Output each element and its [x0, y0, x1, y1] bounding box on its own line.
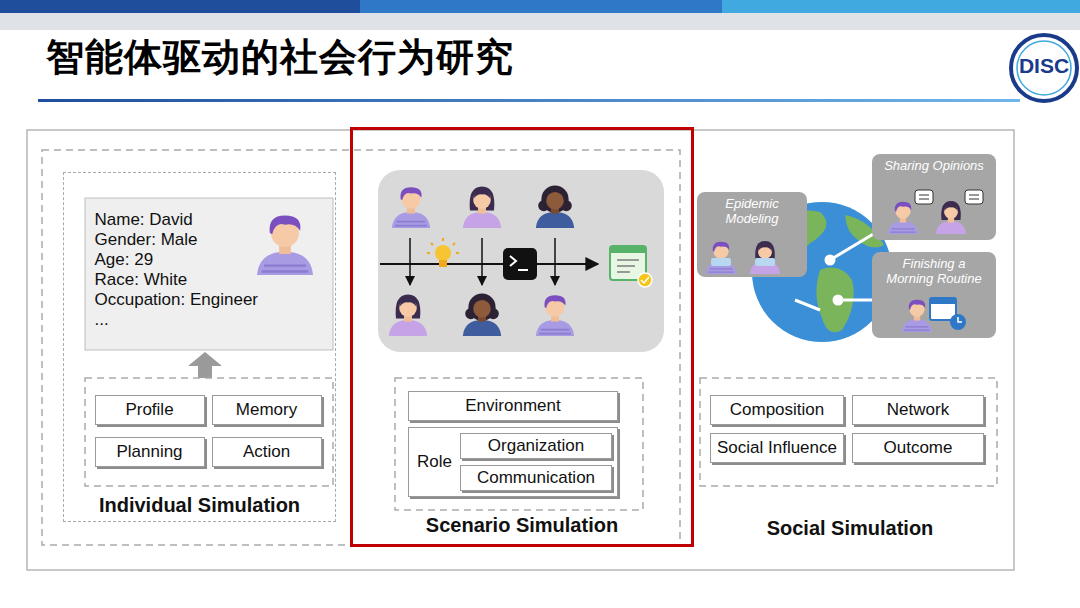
box-label: Organization — [488, 436, 584, 456]
box-label: Memory — [236, 400, 297, 420]
component-box: Outcome — [852, 433, 984, 463]
component-box: Environment — [408, 391, 618, 421]
scenario-callout: Sharing Opinions — [872, 154, 996, 240]
box-label: Network — [887, 400, 949, 420]
slide-title: 智能体驱动的社会行为研究 — [46, 32, 514, 83]
callout-label: Sharing Opinions — [884, 159, 984, 174]
panel-region: Individual Simulation Name: DavidGender: … — [63, 172, 336, 522]
profile-field: Name: David — [95, 210, 193, 230]
profile-field: Age: 29 — [95, 250, 154, 270]
component-box: Role OrganizationCommunication — [408, 427, 618, 497]
profile-field: Gender: Male — [95, 230, 198, 250]
logo-text: DISC — [1012, 54, 1076, 78]
box-label: Communication — [477, 468, 595, 488]
callout-label: Epidemic Modeling — [703, 197, 801, 227]
panel-heading: Scenario Simulation — [426, 514, 618, 537]
component-box: Composition — [710, 395, 844, 425]
scenario-callout: Epidemic Modeling — [697, 192, 807, 277]
profile-field: Occupation: Engineer — [95, 290, 259, 310]
panel-heading: Social Simulation — [767, 517, 934, 540]
component-box: Social Influence — [710, 433, 844, 463]
panel-heading: Individual Simulation — [99, 494, 300, 517]
scenario-callout: Finishing a Morning Routine — [872, 252, 996, 338]
component-box: Communication — [460, 465, 612, 491]
panel-region: Scenario Simulation EnvironmentRole Organi… — [350, 127, 694, 547]
callout-label: Finishing a Morning Routine — [878, 257, 990, 287]
component-box: Memory — [212, 395, 322, 425]
box-label: Environment — [465, 396, 560, 416]
component-box: Profile — [95, 395, 205, 425]
component-box: Organization — [460, 433, 612, 459]
box-label: Action — [243, 442, 290, 462]
profile-card: Name: DavidGender: MaleAge: 29Race: Whit… — [85, 198, 333, 350]
panel-region: Social Simulation Composition NetworkSocia… — [695, 140, 1005, 550]
box-label: Composition — [730, 400, 825, 420]
component-box: Action — [212, 437, 322, 467]
profile-field: ... — [95, 310, 109, 330]
box-label: Social Influence — [717, 438, 837, 458]
box-label: Planning — [116, 442, 182, 462]
box-label: Profile — [125, 400, 173, 420]
component-box: Planning — [95, 437, 205, 467]
profile-field: Race: White — [95, 270, 188, 290]
box-label: Outcome — [884, 438, 953, 458]
box-label: Role — [417, 452, 452, 472]
component-box: Network — [852, 395, 984, 425]
